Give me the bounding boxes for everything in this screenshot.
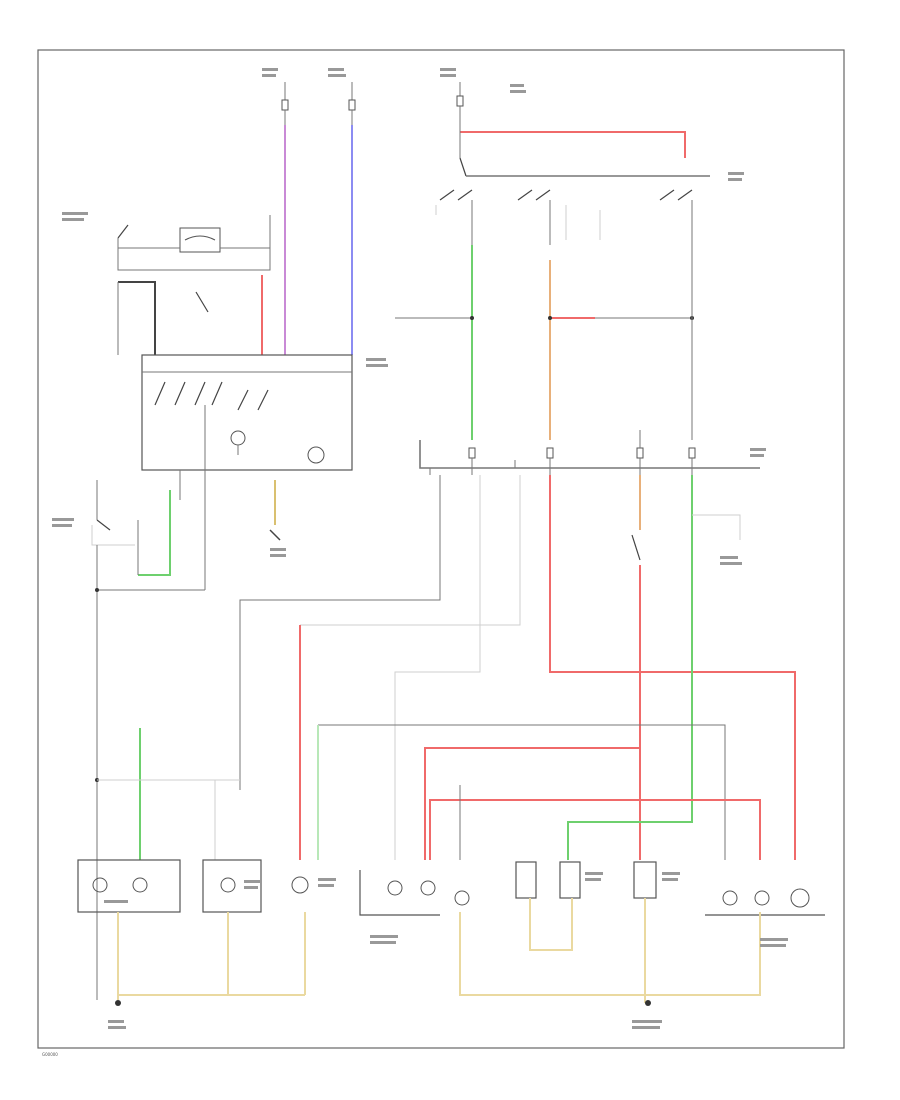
wire-red-top-bundle xyxy=(424,747,640,860)
fuse-icon xyxy=(468,447,476,459)
lamp-icon xyxy=(291,876,309,894)
lamp-icon xyxy=(230,430,246,446)
hazard-switch-box xyxy=(141,354,353,471)
wire-light-gray xyxy=(394,475,481,860)
brake-lamp-center xyxy=(633,861,657,899)
combination-switch xyxy=(435,125,710,260)
switch-icon xyxy=(659,189,693,201)
wire-dark-gray xyxy=(118,281,156,355)
fuse-icon xyxy=(281,82,289,111)
switch-icon xyxy=(439,189,473,201)
wire-red-upper-bundle xyxy=(429,799,761,860)
fuse-icon xyxy=(348,82,356,111)
fuse-icon xyxy=(688,447,696,459)
wire-green-hazard-out xyxy=(138,490,171,576)
license-lamp-2 xyxy=(559,861,581,899)
front-lamp-box xyxy=(77,859,181,913)
lamp-icon xyxy=(722,888,810,908)
ground-icon xyxy=(115,1000,121,1006)
rear-right-lamp-group xyxy=(705,888,825,916)
front-left-lamp-group xyxy=(77,728,309,913)
fuse-icon xyxy=(456,82,464,107)
hazard-switch-internals xyxy=(142,371,352,470)
wire-red-right xyxy=(549,475,796,860)
wire-tan-rear-ground xyxy=(459,898,761,1003)
fuse-block xyxy=(419,430,760,475)
turn-signal-switch xyxy=(91,480,205,1000)
switch-icon xyxy=(154,381,269,411)
illegible-labels xyxy=(52,68,788,1029)
side-marker-box xyxy=(202,859,262,913)
lamp-icon xyxy=(220,877,236,893)
wire-light-gray-b xyxy=(300,475,521,626)
switch-icon xyxy=(631,534,641,561)
fuse-icon xyxy=(636,447,644,459)
diagram-frame xyxy=(37,49,845,1049)
wire-gray-left xyxy=(239,475,441,790)
switch-icon xyxy=(195,291,209,313)
switch-icon xyxy=(96,519,111,531)
top-fuse-feeds xyxy=(281,82,464,125)
figure-number: G00000 xyxy=(42,1052,58,1057)
lamp-icon xyxy=(387,880,470,906)
wire-tan-front-ground xyxy=(117,912,306,1000)
license-lamp-1 xyxy=(515,861,537,899)
lamp-icon xyxy=(92,877,148,893)
lamp-icon xyxy=(307,446,325,464)
switch-icon xyxy=(517,189,551,201)
ground-icon xyxy=(645,1000,651,1006)
hazard-switch-assembly xyxy=(117,215,271,355)
ground-icon xyxy=(269,529,281,541)
wire-green-right xyxy=(567,475,693,860)
switch-icon xyxy=(459,157,467,177)
fuse-icon xyxy=(546,447,554,459)
switch-icon xyxy=(117,224,129,239)
relay-icon xyxy=(179,227,221,253)
rear-left-lamp-group xyxy=(359,870,470,916)
wire-gray-bus xyxy=(318,724,726,860)
